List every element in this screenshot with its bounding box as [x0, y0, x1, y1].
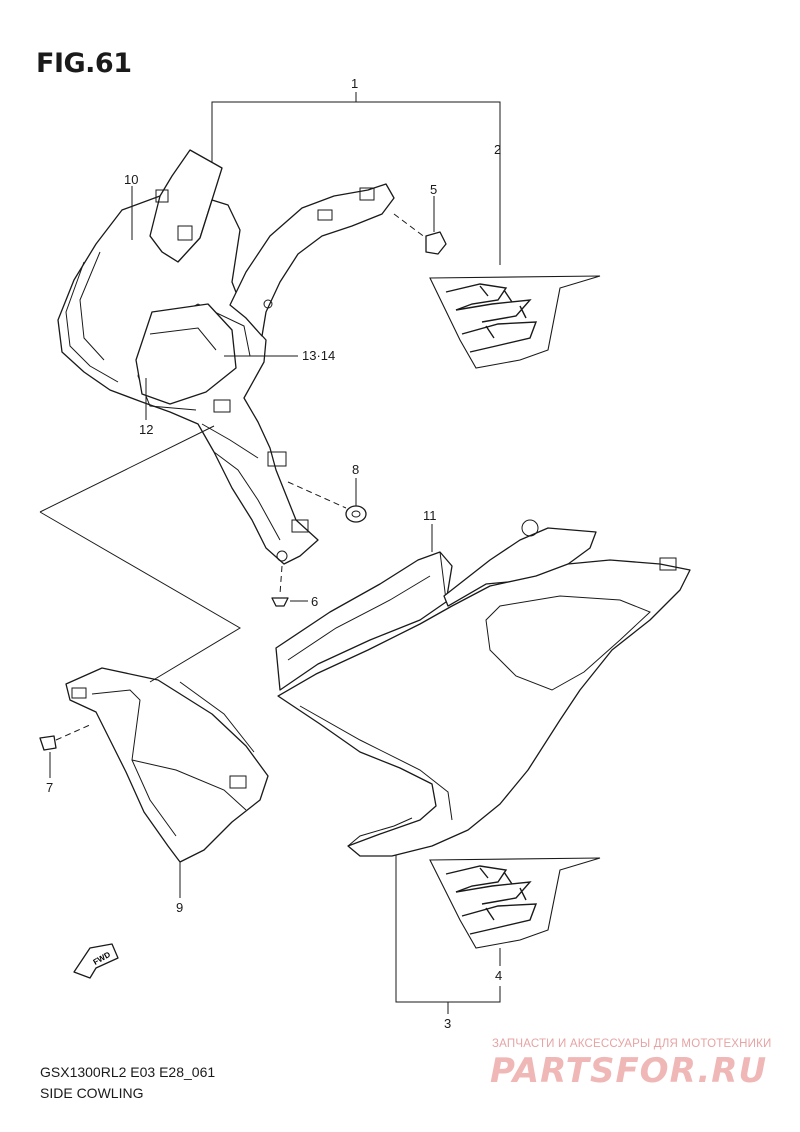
section-name: SIDE COWLING [40, 1085, 144, 1101]
guide-frame [39, 425, 241, 683]
cowl-strip-11[interactable] [275, 551, 453, 691]
callout-2: 2 [494, 142, 501, 157]
inner-cowling-arm[interactable] [229, 183, 395, 337]
callout-1: 1 [351, 76, 358, 91]
watermark-brand: PARTSFOR.RU [490, 1051, 768, 1091]
group-bracket-3 [395, 855, 501, 1014]
inner-panel-12[interactable] [135, 303, 237, 405]
group-bracket-1 [211, 92, 501, 265]
fastener-6-screw[interactable] [271, 565, 289, 607]
callout-10: 10 [124, 172, 138, 187]
callout-9: 9 [176, 900, 183, 915]
callout-6: 6 [311, 594, 318, 609]
inner-cowling-lower-9[interactable] [65, 667, 269, 863]
fastener-7-rivet[interactable] [39, 723, 93, 751]
callout-11: 11 [423, 508, 437, 523]
callout-4: 4 [495, 968, 502, 983]
model-code: GSX1300RL2 E03 E28_061 [40, 1064, 216, 1080]
fastener-8-nut[interactable] [287, 481, 367, 523]
callout-12: 12 [139, 422, 153, 437]
callout-5: 5 [430, 182, 437, 197]
decal-4[interactable] [429, 857, 601, 949]
fwd-arrow-icon: FWD [73, 943, 119, 979]
callout-3: 3 [444, 1016, 451, 1031]
watermark-subtitle: ЗАПЧАСТИ И АКСЕССУАРЫ ДЛЯ МОТОТЕХНИКИ [492, 1038, 772, 1050]
callout-7: 7 [46, 780, 53, 795]
fastener-5-nut[interactable] [393, 213, 447, 255]
callout-8: 8 [352, 462, 359, 477]
callout-leaders [49, 186, 501, 966]
decal-2[interactable] [429, 275, 601, 369]
callout-13-14: 13·14 [302, 348, 335, 363]
figure-title: FIG.61 [36, 48, 132, 79]
outer-side-cowling[interactable] [277, 519, 691, 857]
